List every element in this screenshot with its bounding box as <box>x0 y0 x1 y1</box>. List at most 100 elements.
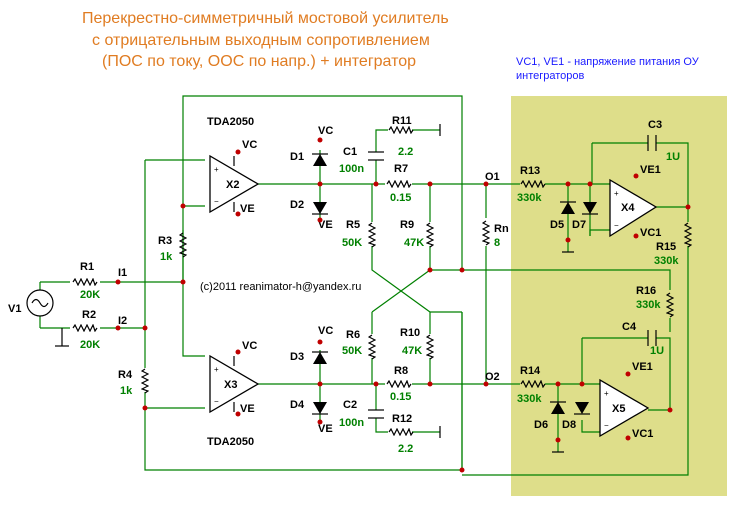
r14-value: 330k <box>517 393 542 405</box>
resistor-r7 <box>386 180 412 188</box>
node-o2-label: O2 <box>485 371 500 383</box>
title-line-2: с отрицательным выходным сопротивлением <box>92 32 430 49</box>
rn-value: 8 <box>494 237 500 249</box>
r8-value: 0.15 <box>390 391 411 403</box>
ve-label-x2: VE <box>240 203 255 215</box>
ve-label-d2: VE <box>318 219 333 231</box>
r9-ref: R9 <box>400 219 414 231</box>
r3-ref: R3 <box>158 235 172 247</box>
resistor-r3 <box>179 232 187 258</box>
diode-d5 <box>560 201 576 214</box>
diode-d8 <box>574 402 590 415</box>
c4-value: 1U <box>650 345 664 357</box>
source-v1-label: V1 <box>8 303 21 315</box>
title-line-3: (ПОС по току, ООС по напр.) + интегратор <box>102 53 416 70</box>
resistor-r11 <box>388 126 414 134</box>
resistor-r12 <box>388 428 414 436</box>
copyright-text: (c)2011 reanimator-h@yandex.ru <box>200 281 361 293</box>
r1-value: 20K <box>80 289 100 301</box>
opamp-x5: + − X5 <box>599 378 650 438</box>
integrator-panel <box>511 96 727 496</box>
resistor-r6 <box>368 334 376 360</box>
wiring <box>39 95 689 476</box>
rn-ref: Rn <box>494 223 509 235</box>
r15-value: 330k <box>654 255 679 267</box>
svg-text:−: − <box>214 397 219 406</box>
integrator-note-line-2: интеграторов <box>516 70 585 82</box>
resistor-r1 <box>72 278 98 286</box>
vc-node <box>235 149 241 155</box>
r7-ref: R7 <box>394 163 408 175</box>
vc1-node <box>633 233 639 239</box>
r3-value: 1k <box>160 251 173 263</box>
d7-ref: D7 <box>572 219 586 231</box>
junction-dots <box>115 181 691 473</box>
r7-value: 0.15 <box>390 192 411 204</box>
capacitor-c3 <box>647 135 657 151</box>
r5-value: 50K <box>342 237 362 249</box>
c4-ref: C4 <box>622 321 637 333</box>
opamp-x4-label: X4 <box>621 202 635 214</box>
r11-ref: R11 <box>392 115 412 127</box>
resistor-r10 <box>426 334 434 360</box>
r5-ref: R5 <box>346 219 360 231</box>
ground-icon <box>55 328 69 347</box>
r12-ref: R12 <box>392 413 412 425</box>
opamp-x2-label: X2 <box>226 179 239 191</box>
r16-value: 330k <box>636 299 661 311</box>
diode-d4 <box>312 402 328 415</box>
capacitor-c1 <box>368 151 384 161</box>
svg-text:+: + <box>614 189 619 198</box>
resistor-r2 <box>72 324 98 332</box>
r1-ref: R1 <box>80 261 94 273</box>
r15-ref: R15 <box>656 241 676 253</box>
vc-label-d1: VC <box>318 125 333 137</box>
vc1-node <box>625 435 631 441</box>
ve1-label-x5: VE1 <box>632 361 653 373</box>
resistor-rn <box>482 220 490 246</box>
c2-ref: C2 <box>343 399 357 411</box>
d5-ref: D5 <box>550 219 564 231</box>
svg-text:−: − <box>214 197 219 206</box>
r6-value: 50K <box>342 345 362 357</box>
vc1-label-x4: VC1 <box>640 227 661 239</box>
vc1-label-x5: VC1 <box>632 428 653 440</box>
r14-ref: R14 <box>520 365 541 377</box>
resistor-r5 <box>368 222 376 248</box>
vc-node <box>317 137 323 143</box>
r13-value: 330k <box>517 192 542 204</box>
d6-ref: D6 <box>534 419 548 431</box>
resistor-r8 <box>386 380 412 388</box>
capacitor-c4 <box>647 330 657 346</box>
r2-ref: R2 <box>82 309 96 321</box>
r16-ref: R16 <box>636 285 656 297</box>
ve-label-d4: VE <box>318 423 333 435</box>
ve1-label-x4: VE1 <box>640 164 661 176</box>
c3-value: 1U <box>666 151 680 163</box>
opamp-x4: + − X4 <box>609 178 658 238</box>
r11-value: 2.2 <box>398 146 413 158</box>
title-line-1: Перекрестно-симметричный мостовой усилит… <box>82 10 449 27</box>
r9-value: 47K <box>404 237 424 249</box>
d2-ref: D2 <box>290 199 304 211</box>
ve-node <box>317 217 323 223</box>
node-i2-label: I2 <box>118 315 127 327</box>
integrator-note-line-1: VC1, VE1 - напряжение питания ОУ <box>516 56 700 68</box>
vc-label-x2: VC <box>242 139 257 151</box>
resistor-r9 <box>426 222 434 248</box>
diode-d7 <box>582 202 598 215</box>
r2-value: 20K <box>80 339 100 351</box>
ve-node <box>235 211 241 217</box>
r4-ref: R4 <box>118 369 133 381</box>
ve1-node <box>625 371 631 377</box>
ve-node <box>317 419 323 425</box>
node-i1-label: I1 <box>118 267 127 279</box>
diode-d2 <box>312 202 328 215</box>
capacitor-c2 <box>368 409 384 419</box>
opamp-x5-label: X5 <box>612 403 625 415</box>
c1-ref: C1 <box>343 146 357 158</box>
vc-label-x3: VC <box>242 340 257 352</box>
c3-ref: C3 <box>648 119 662 131</box>
svg-text:−: − <box>614 221 619 230</box>
